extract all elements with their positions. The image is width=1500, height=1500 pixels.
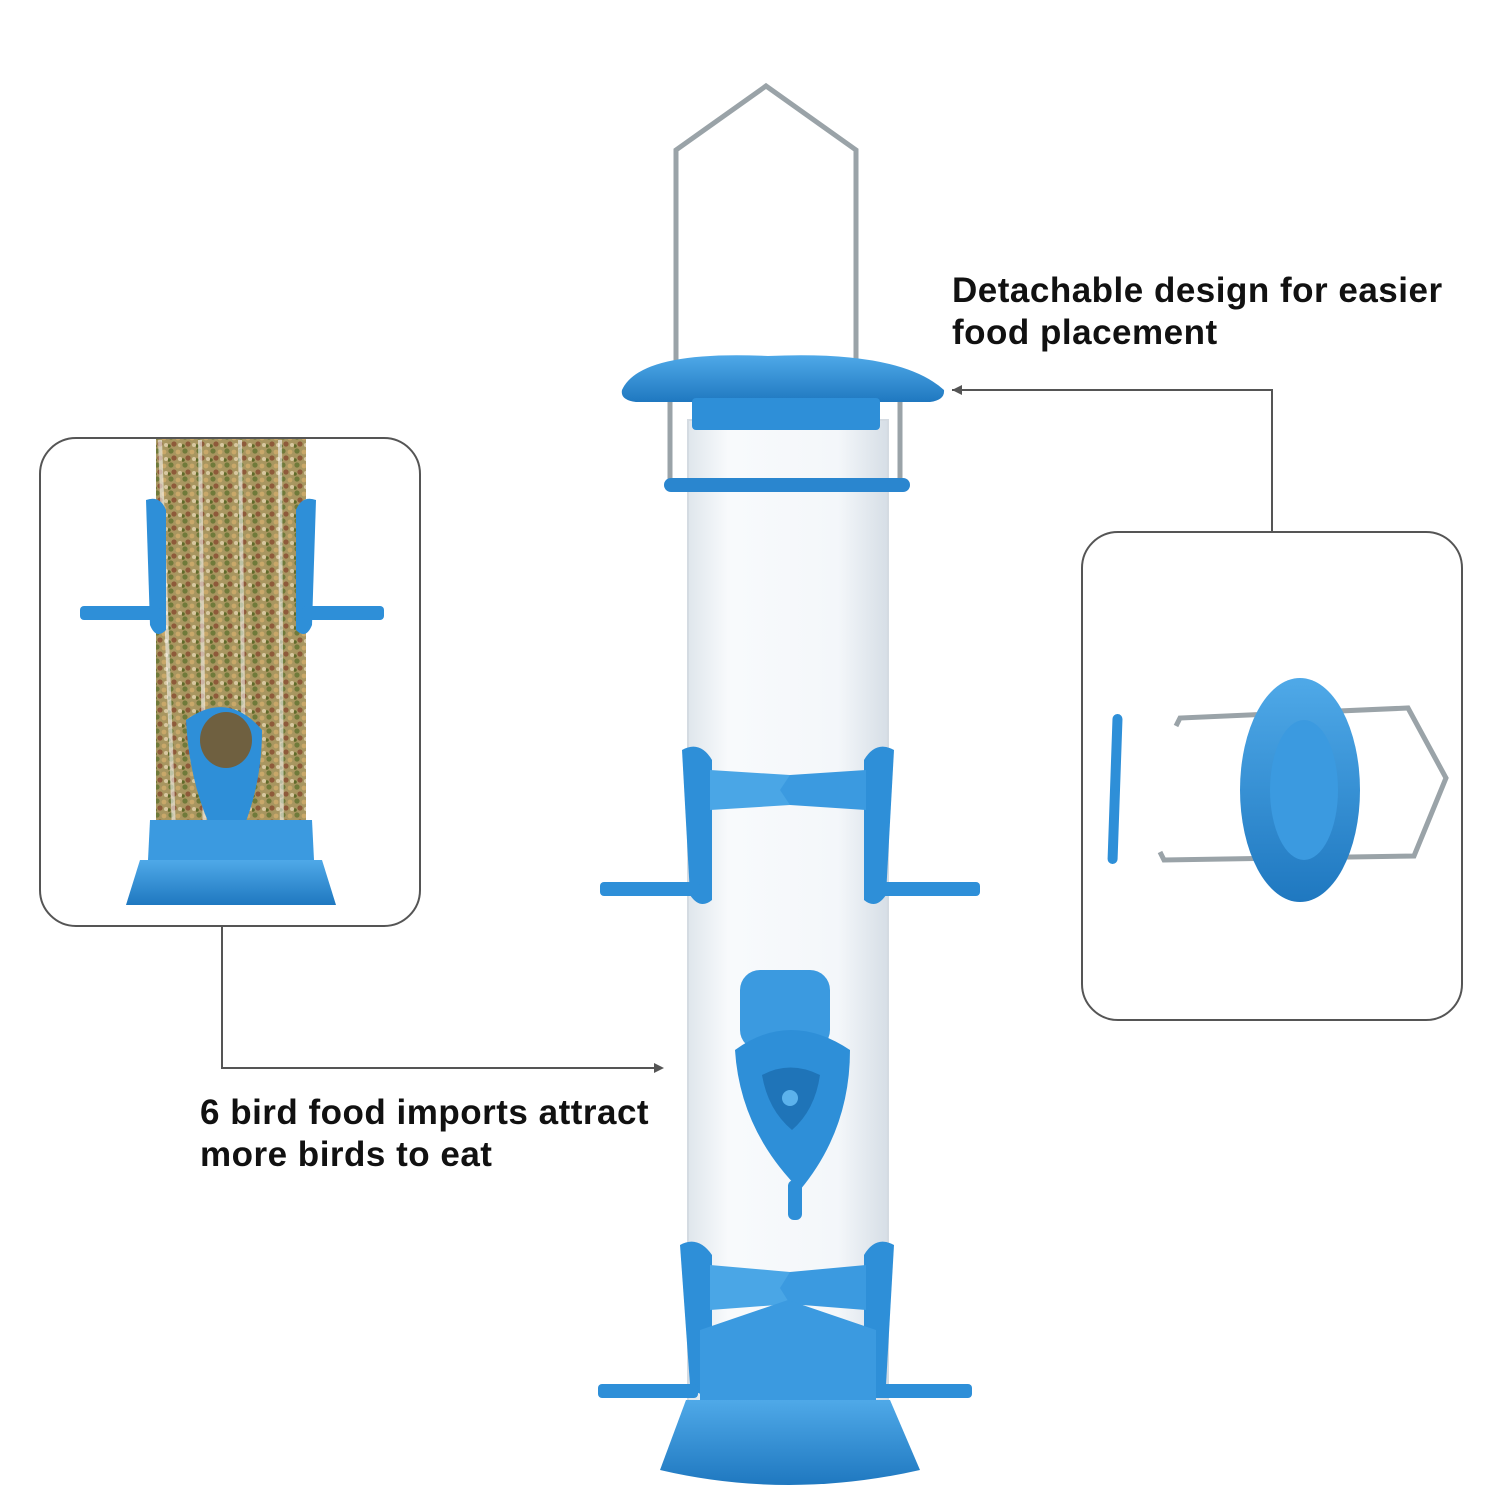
middle-feeding-port bbox=[735, 970, 850, 1220]
lower-perch-set bbox=[598, 1241, 972, 1398]
caption-line: 6 bird food imports attract bbox=[200, 1093, 650, 1132]
caption-line: Detachable design for easier bbox=[952, 271, 1443, 310]
caption-line: food placement bbox=[952, 313, 1218, 352]
detached-hanger-wire bbox=[1157, 705, 1449, 863]
hanger-wire bbox=[673, 82, 859, 390]
feeder-tube bbox=[687, 419, 889, 1421]
perch-left bbox=[600, 882, 700, 896]
perch-right bbox=[880, 882, 980, 896]
hanger-rod bbox=[664, 478, 910, 492]
detached-rod bbox=[1107, 714, 1123, 864]
hanger-wire-sides bbox=[667, 400, 903, 480]
feeder-lid bbox=[621, 355, 945, 402]
caption-line: more birds to eat bbox=[200, 1135, 493, 1174]
lid-collar bbox=[692, 398, 880, 430]
inset-left-panel bbox=[39, 437, 421, 927]
upper-perch-set bbox=[600, 746, 980, 904]
main-feeder bbox=[598, 82, 980, 1485]
caption-feeding-ports: 6 bird food imports attract more birds t… bbox=[200, 1092, 649, 1176]
feeder-base bbox=[660, 1400, 920, 1485]
caption-detachable-design: Detachable design for easier food placem… bbox=[952, 270, 1443, 354]
inset-right-panel bbox=[1081, 531, 1463, 1021]
callout-lines bbox=[221, 385, 1273, 1073]
feeder-base-cone bbox=[700, 1300, 876, 1400]
